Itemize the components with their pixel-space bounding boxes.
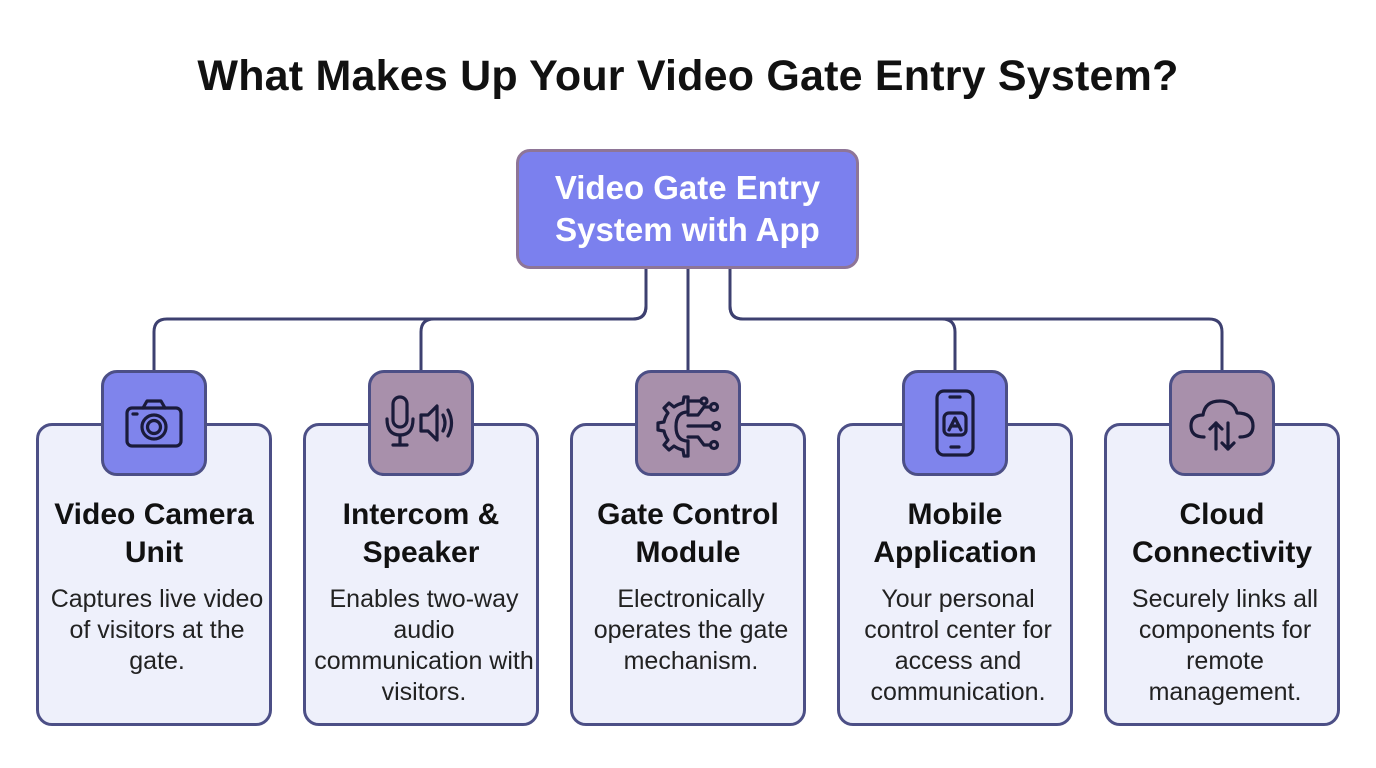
cloud-sync-icon-box	[1169, 370, 1275, 476]
card-title: Video Camera Unit	[54, 498, 254, 569]
card-description: Enables two-way audio communication with…	[314, 585, 534, 706]
card-description: Captures live video of visitors at the g…	[50, 585, 264, 675]
card-title: Mobile Application	[873, 498, 1037, 569]
microphone-speaker-icon-box	[368, 370, 474, 476]
component-card-gate-control: Gate Control Module Electronically opera…	[570, 423, 806, 726]
card-title: Gate Control Module	[597, 498, 779, 569]
camera-icon	[125, 399, 183, 448]
card-description: Electronically operates the gate mechani…	[593, 585, 789, 675]
root-node: Video Gate Entry System with App	[516, 149, 859, 269]
connector-cloud	[728, 304, 1224, 374]
gear-circuit-icon-box	[635, 370, 741, 476]
page-title: What Makes Up Your Video Gate Entry Syst…	[197, 52, 1179, 100]
card-description: Your personal control center for access …	[864, 585, 1052, 706]
smartphone-app-icon-box	[902, 370, 1008, 476]
card-title: Cloud Connectivity	[1131, 498, 1313, 569]
cloud-sync-icon	[1189, 399, 1255, 451]
card-title: Intercom & Speaker	[342, 498, 500, 569]
camera-icon-box	[101, 370, 207, 476]
connector-intercom	[419, 304, 648, 374]
root-label: Video Gate Entry System with App	[554, 169, 821, 248]
card-description: Securely links all components for remote…	[1131, 585, 1319, 706]
smartphone-app-icon	[935, 389, 975, 457]
microphone-speaker-icon	[385, 395, 454, 447]
gear-circuit-icon	[656, 395, 722, 458]
